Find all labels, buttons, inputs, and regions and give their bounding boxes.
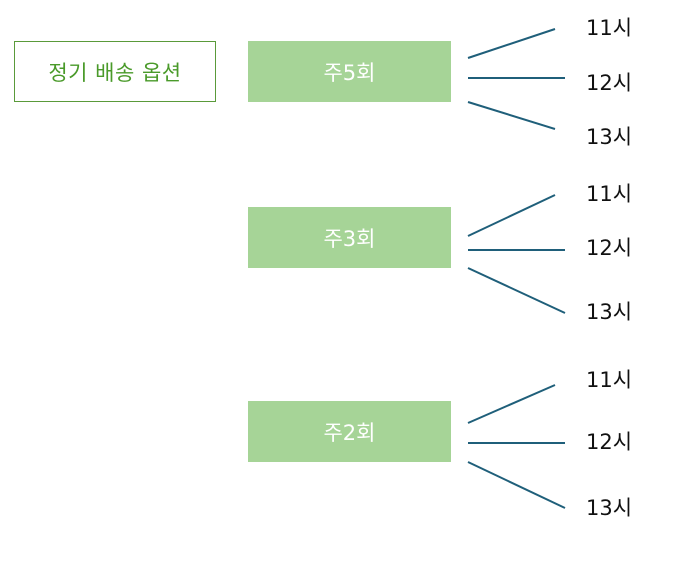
time-label-3-13: 13시 [586, 300, 633, 324]
connector-line [467, 101, 556, 130]
frequency-box-3: 주3회 [248, 207, 451, 268]
frequency-box-5: 주5회 [248, 41, 451, 102]
connector-line [467, 28, 556, 59]
connector-line [467, 267, 566, 314]
time-label-5-12: 12시 [586, 71, 633, 95]
time-label-3-11: 11시 [586, 182, 633, 206]
time-label-2-11: 11시 [586, 368, 633, 392]
time-label-2-13: 13시 [586, 496, 633, 520]
connector-line [467, 461, 566, 509]
connector-line [467, 194, 556, 237]
time-label-2-12: 12시 [586, 430, 633, 454]
time-label-3-12: 12시 [586, 236, 633, 260]
time-label-5-11: 11시 [586, 16, 633, 40]
diagram-title: 정기 배송 옵션 [14, 41, 216, 102]
connector-line [467, 384, 556, 424]
time-label-5-13: 13시 [586, 125, 633, 149]
frequency-box-2: 주2회 [248, 401, 451, 462]
